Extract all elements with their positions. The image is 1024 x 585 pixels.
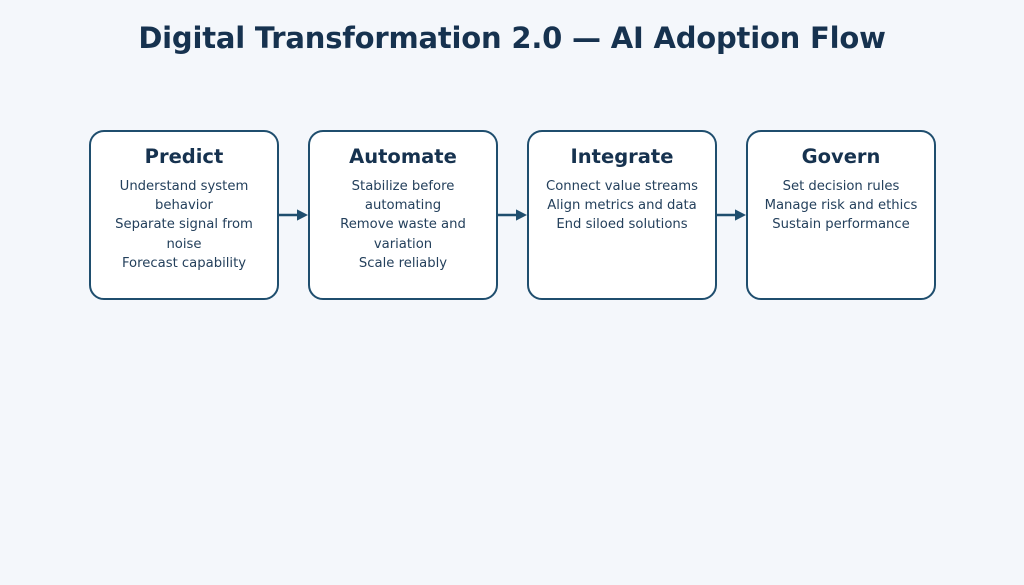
flow-node-govern[interactable]: Govern Set decision rules Manage risk an… — [746, 130, 936, 300]
flow-node-integrate[interactable]: Integrate Connect value streams Align me… — [527, 130, 717, 300]
flow-node-predict[interactable]: Predict Understand system behavior Separ… — [89, 130, 279, 300]
flow-node-line: Scale reliably — [358, 255, 448, 271]
flow-node-line: Align metrics and data — [547, 198, 697, 214]
flow-node-title: Integrate — [570, 145, 674, 168]
flow-node-line: Separate signal from — [115, 217, 253, 233]
flow-node-line: Understand system — [119, 179, 249, 194]
flow-node-title: Automate — [349, 145, 457, 168]
flow-node-body: Stabilize before automating Remove waste… — [315, 177, 491, 273]
flow-node-line: Set decision rules — [782, 179, 900, 194]
flow-node-body: Set decision rules Manage risk and ethic… — [753, 177, 929, 235]
flow-node-line: Sustain performance — [772, 217, 910, 233]
flow-connector-arrow-icon — [716, 207, 747, 223]
flow-node-line: Manage risk and ethics — [764, 198, 918, 214]
flow-node-automate[interactable]: Automate Stabilize before automating Rem… — [308, 130, 498, 300]
flow-node-line: noise — [166, 236, 202, 252]
flow-node-title: Govern — [801, 145, 881, 168]
flow-node-line: behavior — [155, 198, 213, 214]
flow-node-line: End siloed solutions — [556, 217, 688, 233]
flow-node-line: automating — [364, 198, 442, 214]
page-title: Digital Transformation 2.0 — AI Adoption… — [138, 21, 886, 55]
flow-node-line: Stabilize before — [351, 179, 455, 194]
flow-connector-arrow-icon — [497, 207, 528, 223]
flow-node-body: Connect value streams Align metrics and … — [534, 177, 710, 235]
flow-node-line: Connect value streams — [545, 179, 699, 194]
flow-connector-arrow-icon — [278, 207, 309, 223]
flow-node-body: Understand system behavior Separate sign… — [96, 177, 272, 273]
flow-node-title: Predict — [144, 145, 224, 168]
flow-node-line: Remove waste and — [340, 217, 466, 233]
flow-node-line: Forecast capability — [121, 255, 247, 271]
flow-node-line: variation — [373, 236, 433, 252]
